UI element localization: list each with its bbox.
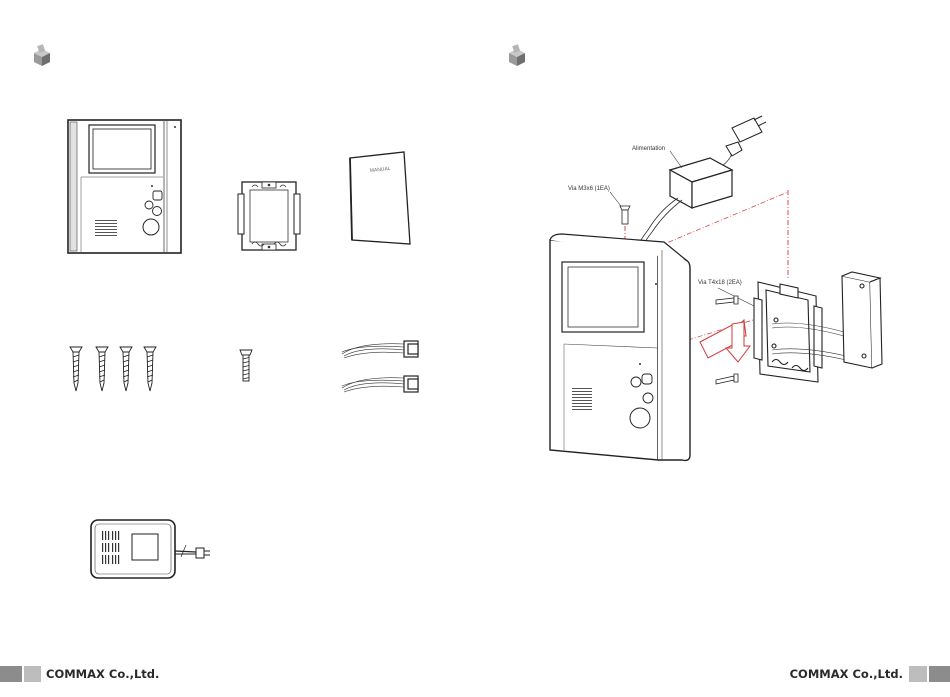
footer-tab-left [24,666,41,682]
screw-icon [144,347,156,391]
box-icon [32,43,52,67]
wall-bracket [236,178,302,254]
video-monitor-perspective [550,234,690,460]
footer-brand-left: COMMAX Co.,Ltd. [46,666,159,682]
footer-brand-right: COMMAX Co.,Ltd. [790,666,903,682]
callout-power-supply: Alimentation [632,146,665,152]
power-plug-icon [726,116,766,156]
footer-tab-right [909,666,927,682]
manual-booklet: MANUAL [348,150,414,246]
screw-icon [120,347,132,391]
screw-t4-icon [716,374,738,384]
power-supply-box [670,158,732,208]
machine-screw-icon [238,347,254,383]
video-monitor-front [67,119,183,255]
screw-icon [70,347,82,391]
screw-m3-icon [620,206,630,224]
screw-icon [96,347,108,391]
connector-cables [340,336,422,398]
callout-screw-m3: Via M3x6 (1EA) [568,186,610,192]
connector-plug-icon [404,376,418,392]
installation-diagram: Alimentation Via M3x6 (1EA) Via T4x18 (2… [540,110,890,465]
box-icon [507,43,527,67]
power-adapter [88,517,214,581]
callout-screw-t4: Via T4x18 (2EA) [698,280,742,286]
connector-plug-icon [404,341,418,357]
screw-t4-icon [716,296,738,304]
wall-box [842,272,882,368]
mounting-screws-set [68,343,164,393]
footer-bar-right [929,666,950,682]
wall-bracket-perspective [754,282,822,382]
mounting-arrow-icon [700,320,750,362]
footer-bar-left [0,666,22,682]
